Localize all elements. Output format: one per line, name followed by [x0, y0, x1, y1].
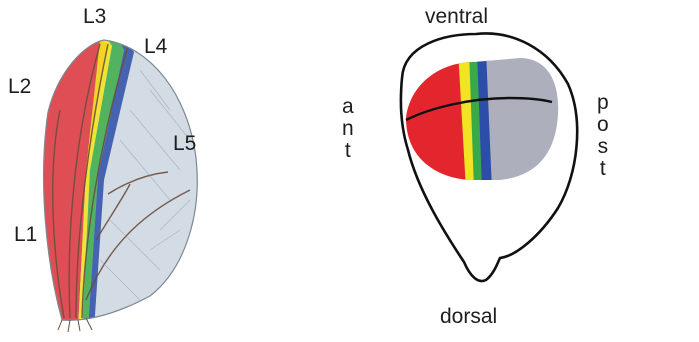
anterior-letter: n: [342, 118, 354, 140]
anterior-letter: t: [345, 140, 351, 162]
dorsal-label: dorsal: [440, 306, 497, 327]
anterior-label: a n t: [342, 96, 354, 162]
posterior-label: p o s t: [597, 92, 609, 180]
vein-label-l3: L3: [83, 6, 106, 27]
vein-label-l2: L2: [8, 76, 31, 97]
anterior-letter: a: [342, 96, 354, 118]
posterior-letter: t: [600, 158, 606, 180]
ventral-label: ventral: [425, 6, 488, 27]
posterior-letter: o: [597, 114, 609, 136]
posterior-letter: p: [597, 92, 609, 114]
vein-label-l5: L5: [173, 133, 196, 154]
vein-label-l4: L4: [144, 36, 167, 57]
posterior-letter: s: [598, 136, 609, 158]
wing-disc: [400, 33, 577, 281]
vein-label-l1: L1: [14, 224, 37, 245]
wing: [10, 30, 210, 332]
